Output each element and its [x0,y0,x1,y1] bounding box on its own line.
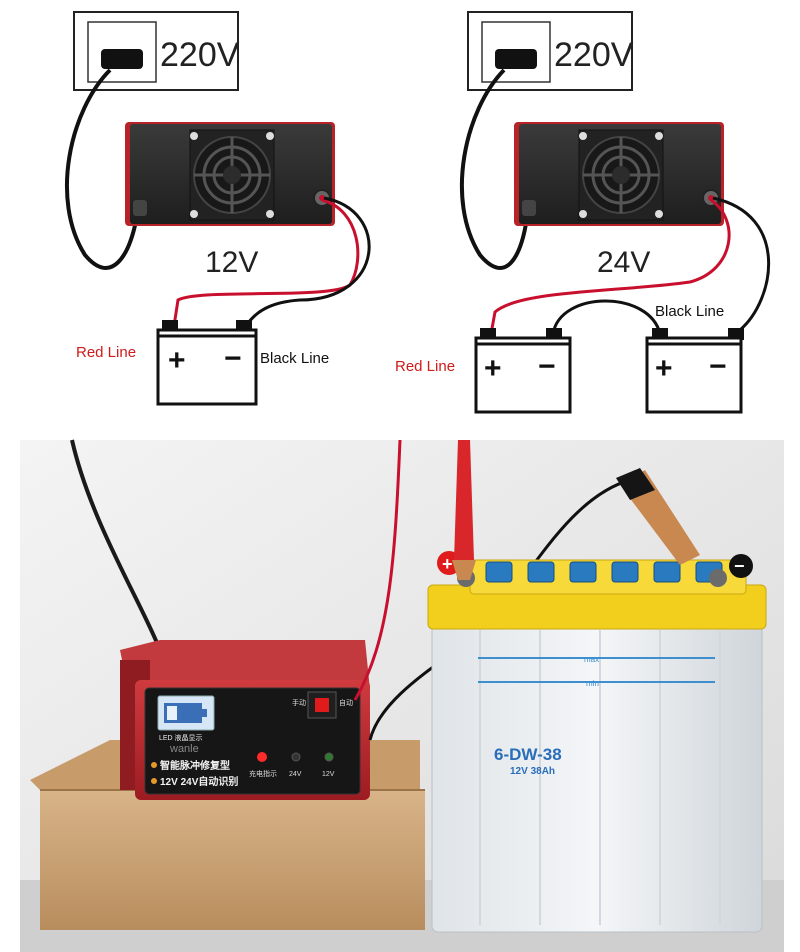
diagram-12v: 220V 12V [65,11,371,406]
photo-power-cable [70,439,162,651]
battery2-plus-24v: + [655,352,673,385]
red-line-label-24v: Red Line [395,358,455,375]
charge-led [257,752,267,762]
voltage-label-24v: 24V [597,246,650,279]
battery-24v-1: + − [474,328,572,414]
battery-plus-12v: + [168,344,186,377]
series-link-wire [551,299,662,335]
indicator-24v-label: 24V [289,771,302,778]
battery-model: 6-DW-38 [494,745,562,764]
black-wire-24v [712,196,771,332]
switch-left-label: 手动 [292,698,306,707]
voltage-label-12v: 12V [205,246,258,279]
product-photo: LED 液晶显示 wanle 手动 自动 充电指示 24V 12V 智能脉冲修复… [20,439,784,952]
red-wire-24v [489,198,731,335]
negative-marker [729,554,753,578]
photo-red-wire [353,439,402,701]
charger-rear-12v [125,122,335,226]
brand-label: wanle [169,743,199,755]
battery1-minus-24v: − [538,350,556,383]
mains-label-12v: 220V [160,36,240,74]
battery1-plus-24v: + [484,352,502,385]
red-clamp [452,440,476,580]
plug-24v [495,49,537,69]
black-clamp [616,468,700,565]
charger-rear-24v [514,122,724,226]
black-line-label-24v: Black Line [655,303,724,320]
black-wire-12v [244,196,371,327]
battery-12v: + − [156,320,258,406]
max-label: max [584,655,599,664]
red-line-label-12v: Red Line [76,344,136,361]
indicator-12v-label: 12V [322,771,335,778]
charger-unit: LED 液晶显示 wanle 手动 自动 充电指示 24V 12V 智能脉冲修复… [120,640,370,800]
battery-spec: 12V 38Ah [510,766,555,777]
battery2-minus-24v: − [709,350,727,383]
mains-label-24v: 220V [554,36,634,74]
led-24v [291,752,301,762]
diagram-24v: 220V 24V [395,11,771,414]
min-label: min [586,679,599,688]
mains-cable-24v [460,68,530,270]
switch-right-label: 自动 [339,698,353,707]
battery-photo: + − max min 6-DW-38 12V 38Ah [427,551,767,933]
feature-repair: 智能脉冲修复型 [160,759,230,772]
led-12v [324,752,334,762]
feature-autodetect: 12V 24V自动识别 [160,775,238,788]
lcd-label: LED 液晶显示 [159,733,203,742]
negative-terminal-label: − [734,556,745,576]
mains-cable-12v [65,68,140,270]
positive-terminal-label: + [442,554,453,574]
plug-12v [101,49,143,69]
charge-indicator-label: 充电指示 [249,769,277,778]
battery-24v-2: + − [645,328,744,414]
battery-minus-12v: − [224,342,242,375]
black-line-label-12v: Black Line [260,350,329,367]
